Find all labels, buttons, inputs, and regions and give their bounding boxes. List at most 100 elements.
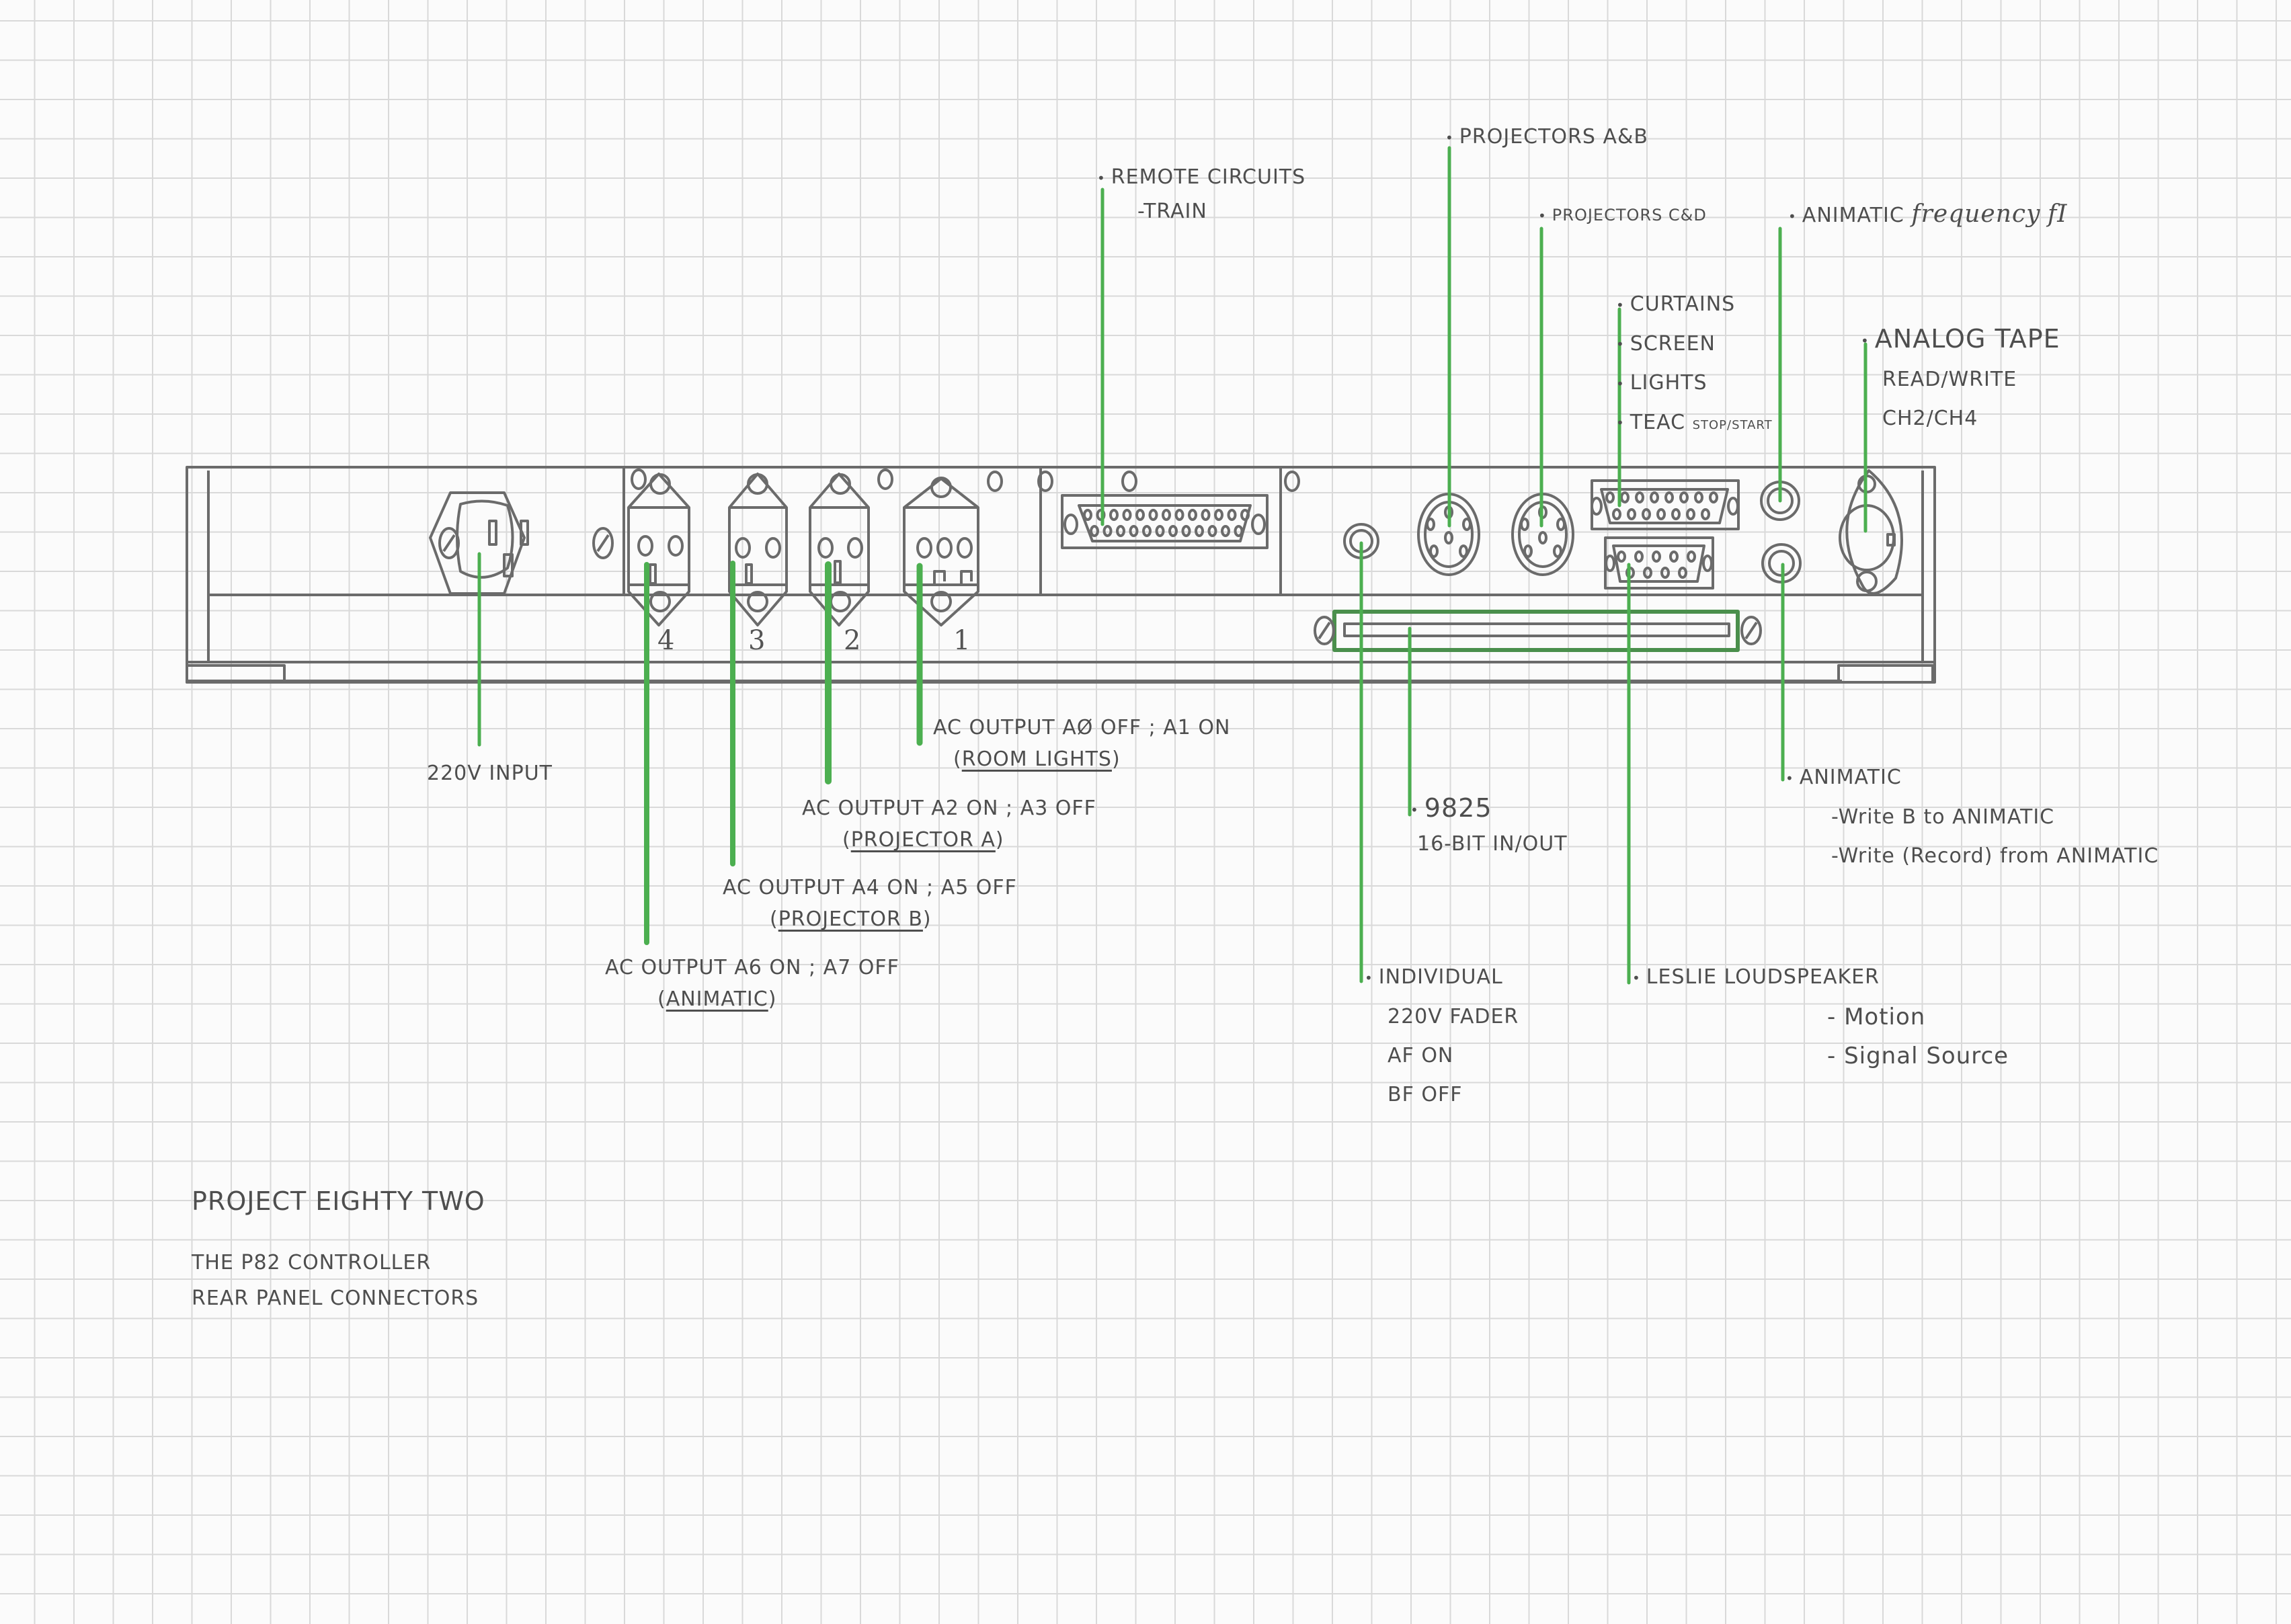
ac4-line: AC OUTPUT A6 on ; A7 off	[605, 956, 899, 979]
connector-pin	[1687, 551, 1696, 563]
animatic-rw-title: ANIMATIC	[1785, 758, 2159, 798]
din-analog-tape	[1839, 469, 1903, 595]
connector-pin	[1122, 509, 1132, 521]
connector-pin	[1642, 508, 1651, 520]
connector-pin	[1650, 491, 1659, 503]
label-ac-output-2: AC OUTPUT A2 on ; A3 off (PROJECTOR A)	[802, 797, 1096, 852]
animatic-freq-text: ANIMATIC	[1788, 204, 1904, 227]
connector-pin	[1617, 551, 1626, 563]
connector-pin	[1612, 508, 1621, 520]
chassis-foot-right	[1837, 664, 1934, 684]
remote-title: REMOTE CIRCUITS	[1097, 165, 1305, 189]
connector-pin	[1102, 525, 1113, 537]
remote-sub: -TRAIN	[1137, 200, 1207, 223]
ac-socket-3	[728, 473, 788, 626]
ac-socket-2	[809, 473, 870, 626]
connector-pin	[1109, 509, 1119, 521]
label-control-list: CURTAINS SCREEN LIGHTS TEAC stop/start	[1616, 285, 1773, 445]
socket-number-1: 1	[953, 625, 971, 656]
hp9825-sub: 16-BIT IN/OUT	[1417, 832, 1568, 856]
ac-socket-1	[903, 477, 979, 626]
connector-pin	[1635, 491, 1644, 503]
label-9825: 9825 16-BIT IN/OUT	[1410, 793, 1568, 856]
label-animatic-rw: ANIMATIC -Write B to ANIMATIC -Write (Re…	[1785, 758, 2159, 876]
label-projectors-ab: PROJECTORS A&B	[1445, 125, 1648, 149]
analog-tape-title: ANALOG TAPE	[1861, 319, 2060, 360]
label-analog-tape: ANALOG TAPE READ/WRITE CH2/CH4	[1861, 319, 2060, 438]
connector-pin	[1605, 491, 1615, 503]
connector-pin	[1240, 509, 1250, 521]
db9-leslie-connector	[1604, 536, 1714, 590]
fader-line-4: BF off	[1388, 1082, 1463, 1106]
connector-pin	[1634, 551, 1644, 563]
subtitle-line-2: Rear panel connectors	[192, 1287, 479, 1310]
ac2-line: AC OUTPUT A2 on ; A3 off	[802, 797, 1096, 820]
fader-line-2: 220V FADER	[1388, 1004, 1519, 1028]
teac-suffix: stop/start	[1692, 417, 1773, 432]
connector-pin	[1195, 525, 1204, 537]
connector-pin	[1709, 491, 1718, 503]
animatic-freq-script: frequency	[1911, 200, 2041, 228]
label-animatic-frequency: ANIMATIC frequency fI	[1788, 200, 2068, 228]
leslie-item-2: - Signal Source	[1827, 1042, 2009, 1069]
connector-pin	[1620, 491, 1630, 503]
control-lights: LIGHTS	[1616, 364, 1773, 403]
connector-pin	[1686, 508, 1695, 520]
project-title: Project Eighty Two	[192, 1186, 485, 1216]
connector-pin	[1162, 509, 1171, 521]
ac1-sub: ROOM LIGHTS	[961, 747, 1112, 771]
fader-line-1: INDIVIDUAL	[1365, 958, 1519, 998]
label-ac-output-3: AC OUTPUT A4 on ; A5 off (PROJECTOR B)	[723, 876, 1017, 931]
connector-pin	[1174, 509, 1184, 521]
connector-pin	[1168, 525, 1178, 537]
connector-pin	[1188, 509, 1197, 521]
connector-pin	[1643, 567, 1652, 579]
analog-tape-rw: READ/WRITE	[1882, 367, 2017, 391]
chassis-foot-left	[186, 664, 286, 684]
label-power-input: 220V INPUT	[427, 762, 553, 785]
ac4-sub: ANIMATIC	[666, 987, 768, 1011]
label-fader: INDIVIDUAL 220V FADER AF on BF off	[1365, 958, 1519, 1114]
connector-pin	[1656, 508, 1666, 520]
connector-pin	[1142, 525, 1152, 537]
animatic-rw-item-2: -Write (Record) from ANIMATIC	[1831, 844, 2159, 868]
subtitle-line-1: The P82 Controller	[192, 1251, 432, 1274]
ac-socket-4	[627, 473, 690, 626]
control-teac: TEAC stop/start	[1616, 403, 1773, 445]
connector-pin	[1181, 525, 1191, 537]
iec-power-inlet	[429, 491, 614, 595]
connector-pin	[1694, 491, 1703, 503]
connector-pin	[1116, 525, 1125, 537]
bus-edge-connector	[1314, 610, 1762, 652]
connector-pin	[1207, 525, 1217, 537]
ac1-line: AC OUTPUT AØ off ; A1 on	[933, 716, 1231, 739]
ac3-sub: PROJECTOR B	[778, 907, 923, 931]
analog-tape-ch: CH2/CH4	[1882, 406, 1978, 430]
connector-pin	[1627, 508, 1636, 520]
connector-pin	[1227, 509, 1237, 521]
connector-pin	[1652, 551, 1661, 563]
connector-pin	[1129, 525, 1139, 537]
label-leslie: LESLIE LOUDSPEAKER - Motion - Signal Sou…	[1632, 958, 2009, 1075]
control-screen: SCREEN	[1616, 325, 1773, 364]
connector-pin	[1671, 508, 1681, 520]
label-projectors-cd: PROJECTORS C&D	[1538, 206, 1707, 225]
socket-number-3: 3	[748, 625, 766, 656]
db25-remote-connector	[1061, 494, 1269, 549]
socket-number-2: 2	[844, 625, 862, 656]
label-ac-output-1: AC OUTPUT AØ off ; A1 on (ROOM LIGHTS)	[933, 716, 1231, 771]
hp9825-title: 9825	[1410, 793, 1568, 823]
teac-label: TEAC	[1630, 410, 1686, 434]
animatic-rw-item-1: -Write B to ANIMATIC	[1831, 805, 2055, 829]
control-curtains: CURTAINS	[1616, 285, 1773, 325]
label-remote-circuits: REMOTE CIRCUITS -TRAIN	[1097, 165, 1305, 223]
panel-screws-ac	[631, 469, 1300, 492]
connector-pin	[1155, 525, 1165, 537]
fader-line-3: AF on	[1388, 1043, 1454, 1067]
connector-pin	[1234, 525, 1244, 537]
label-ac-output-4: AC OUTPUT A6 on ; A7 off (ANIMATIC)	[605, 956, 899, 1011]
connector-pin	[1214, 509, 1223, 521]
connector-pin	[1678, 567, 1687, 579]
connector-pin	[1701, 508, 1710, 520]
leslie-item-1: - Motion	[1827, 1003, 1926, 1030]
